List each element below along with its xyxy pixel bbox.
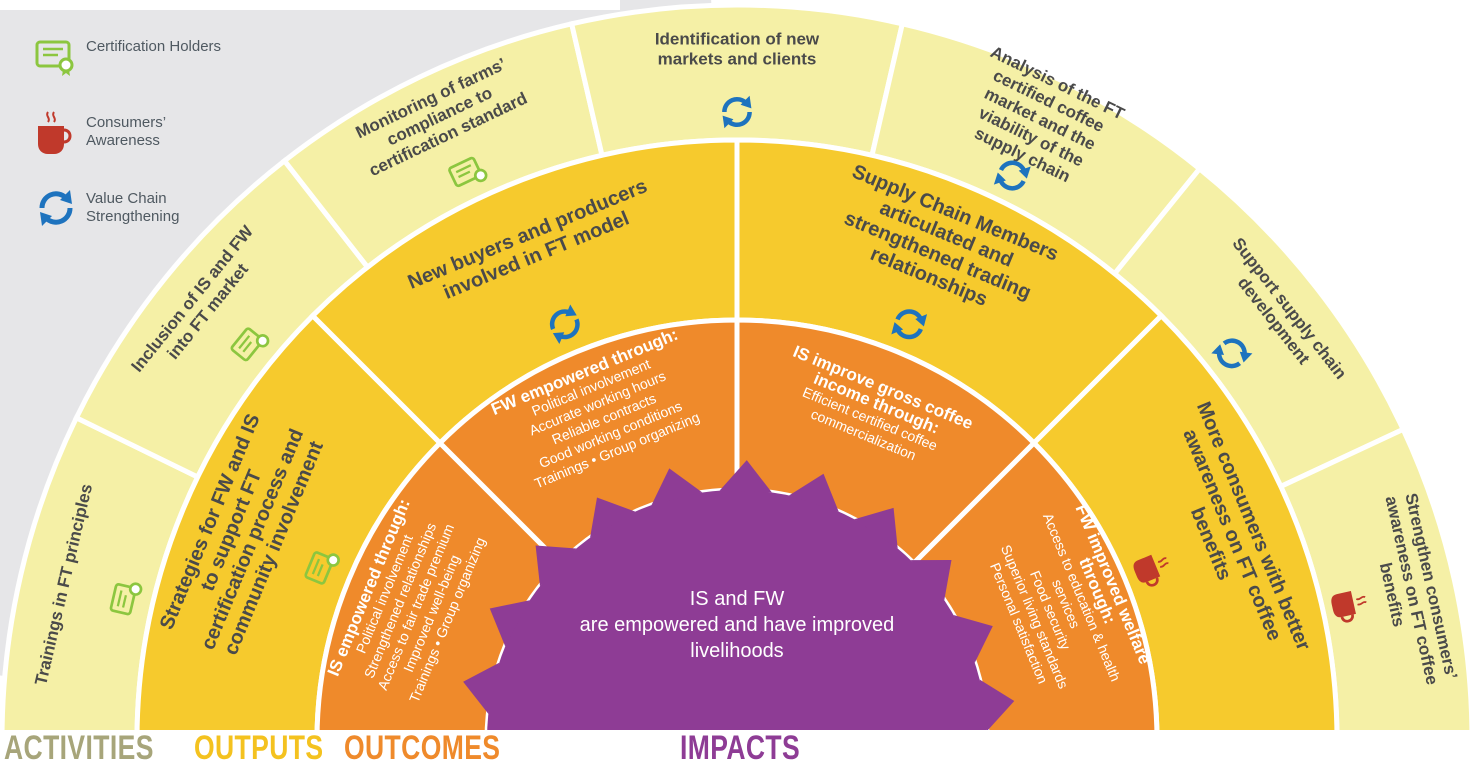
impact-spike [489,600,530,647]
impact-core-shape [487,490,987,740]
cycle-arrows-icon [1211,338,1253,369]
impact-spike [979,679,1015,732]
legend-item-certification: Certification Holders [34,36,224,86]
legend-label: Certification Holders [86,38,222,55]
outcomes-ring [314,317,1160,743]
coffee-cup-icon [1331,590,1367,623]
certificate-icon [304,551,340,585]
legend-item-awareness: Consumers’ Awareness [34,110,224,160]
label-impacts: IMPACTS [680,729,801,767]
legend-item-value-chain: Value Chain Strengthening [34,186,224,236]
impact-spike [854,507,898,549]
footer-background [0,730,1472,772]
certificate-icon [35,40,74,76]
background-wedge [0,0,712,678]
impact-core [0,460,1472,772]
cycle-arrows-icon [993,160,1031,191]
label-outcomes: OUTCOMES [344,729,501,767]
cycle-arrows-icon [722,95,752,129]
impact-text: are empowered and have improved [580,614,895,636]
cycle-arrows-icon [891,309,928,340]
impact-spike [651,468,703,506]
impact-spike [953,615,993,663]
impact-spike [910,560,952,601]
impact-text: livelihoods [690,640,783,662]
column-labels: ACTIVITIES OUTPUTS OUTCOMES IMPACTS [0,728,1472,772]
impact-spike [590,497,636,538]
impact-spike [535,545,577,587]
impact-spike [719,460,772,493]
coffee-cup-icon [38,111,72,154]
impact-text: IS and FW [690,588,785,610]
background-arc [0,0,712,678]
impact-spike [788,473,839,512]
certificate-icon [109,582,143,616]
activity-text-line: markets and clients [658,49,817,68]
certificate-icon [230,327,270,362]
legend-label: Consumers’ Awareness [86,114,166,149]
impact-spike [463,662,500,714]
activities-ring [0,2,1472,743]
legend-label: Value Chain Strengthening [86,190,180,225]
label-activities: ACTIVITIES [4,729,154,767]
coffee-cup-icon [1133,554,1169,587]
label-outputs: OUTPUTS [194,729,324,767]
cycle-arrows-icon [549,304,580,345]
activity-segment [568,2,906,159]
activity-text-line: Identification of new [655,29,820,48]
certificate-icon [448,156,488,188]
cycle-arrows-icon [39,190,73,226]
